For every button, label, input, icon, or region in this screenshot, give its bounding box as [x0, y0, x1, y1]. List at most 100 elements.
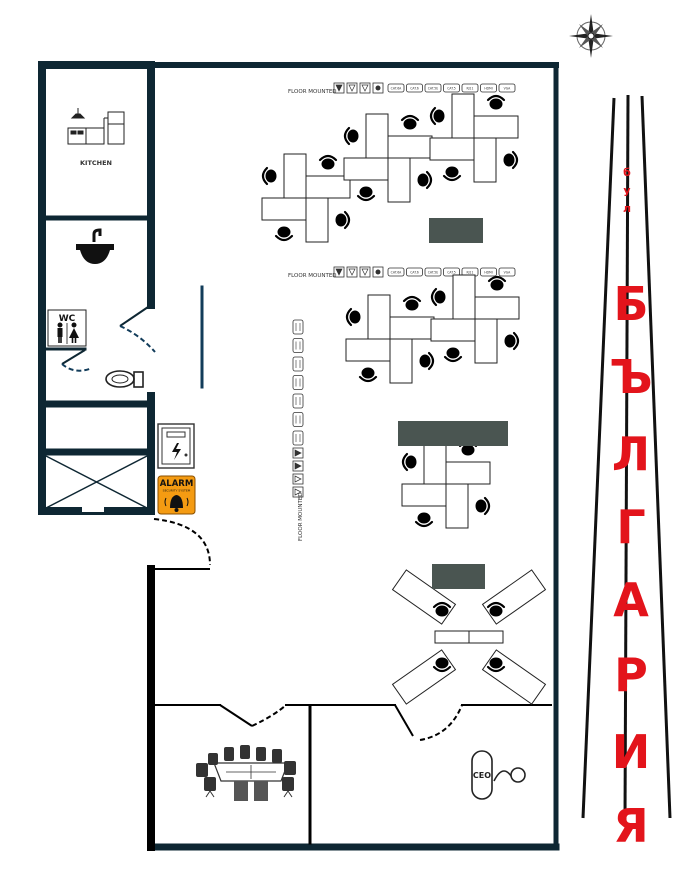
- electrical-panel-icon: [157, 423, 195, 469]
- outlet-symbol: [359, 266, 371, 278]
- office-chair-icon: [345, 307, 361, 327]
- desk: [367, 294, 391, 340]
- outlet-code: CAT.5: [447, 87, 456, 91]
- network-outlet: CAT.6A: [387, 83, 405, 93]
- alarm-bell-icon: [164, 495, 189, 512]
- street-name-letter: Ъ: [609, 350, 652, 404]
- desk: [452, 274, 476, 320]
- street-name-letter: Я: [613, 799, 648, 853]
- desk: [345, 338, 391, 362]
- network-outlet: [292, 393, 304, 409]
- outlet-code: RJ11: [467, 271, 474, 275]
- outlet-code: VGA: [504, 271, 512, 275]
- conference-table-icon: [196, 745, 296, 801]
- office-chair-icon: [335, 210, 351, 230]
- outlet-symbol: [372, 266, 384, 278]
- desk: [401, 483, 447, 507]
- workstations: [261, 93, 547, 705]
- office-chair-icon: [358, 367, 378, 383]
- network-outlet: CAT.5E: [424, 83, 442, 93]
- desk: [451, 93, 475, 139]
- network-outlet: [292, 430, 304, 446]
- network-outlet: [292, 356, 304, 372]
- network-outlet: [292, 375, 304, 390]
- outlet-symbol: [292, 447, 304, 459]
- storage-shaft: [45, 455, 148, 512]
- alarm-subtitle: SECURITY SYSTEM: [163, 489, 191, 493]
- outlet-code: CAT.5E: [428, 271, 439, 275]
- office-table: [429, 218, 483, 243]
- network-outlet: HDMI: [480, 83, 497, 93]
- office-chair-icon: [443, 347, 463, 363]
- office-chair-icon: [503, 150, 519, 170]
- street-name-letter: А: [613, 573, 649, 627]
- office-chair-icon: [343, 126, 359, 146]
- outlet-code: RJ11: [467, 87, 474, 91]
- outlet-symbol: [359, 82, 371, 94]
- desk: [261, 197, 307, 221]
- outlet-code: HDMI: [484, 271, 492, 275]
- outlet-code: CAT.5: [447, 271, 456, 275]
- desk: [474, 318, 498, 364]
- alarm-panel: ALARM SECURITY SYSTEM: [157, 475, 196, 515]
- office-chair-icon: [432, 601, 452, 617]
- network-outlet: CAT.6A: [387, 267, 405, 277]
- office-chair-icon: [487, 275, 507, 291]
- desk: [283, 153, 307, 199]
- outlet-code: VGA: [504, 87, 512, 91]
- network-outlet: CAT.5E: [424, 267, 442, 277]
- desk: [430, 318, 476, 342]
- desk: [305, 197, 329, 243]
- office-chair-icon: [400, 114, 420, 130]
- network-outlet: CAT.6: [406, 267, 423, 277]
- network-outlet: HDMI: [480, 267, 497, 277]
- desk: [481, 649, 547, 705]
- office-chair-icon: [261, 166, 277, 186]
- desk: [389, 316, 435, 340]
- kitchen-label: KITCHEN: [80, 159, 112, 167]
- street-name-letter: Р: [614, 648, 648, 702]
- desk: [387, 135, 433, 159]
- outlet-strip: CAT.6A CAT.6 CAT.5E CAT.5 RJ11 HDMI VGA: [333, 82, 516, 94]
- desk: [343, 157, 389, 181]
- network-outlet: CAT.5: [443, 267, 460, 277]
- network-outlet: [292, 412, 304, 427]
- alarm-title: ALARM: [160, 479, 194, 489]
- outlet-code: HDMI: [484, 87, 492, 91]
- outlet-symbol: [372, 82, 384, 94]
- street-name: Б Ъ Л Г А Р И Я: [609, 277, 652, 853]
- desk: [391, 649, 457, 705]
- desk: [474, 296, 520, 320]
- wc-label: WC: [59, 314, 76, 324]
- street-prefix-letter: л: [623, 202, 631, 215]
- desk: [423, 439, 447, 485]
- office-chair-icon: [417, 170, 433, 190]
- office-chair-icon: [504, 331, 520, 351]
- doors: [61, 304, 463, 741]
- x-cluster: [391, 569, 547, 705]
- outlet-code: CAT.6A: [391, 87, 403, 91]
- office-table: [398, 421, 508, 446]
- street-prefix-letter: у: [623, 184, 630, 197]
- desk: [305, 175, 351, 199]
- desk: [365, 113, 389, 159]
- office-chair-icon: [430, 287, 446, 307]
- desk: [445, 483, 469, 529]
- walls: [38, 61, 560, 851]
- office-chair-icon: [274, 226, 294, 242]
- desk: [481, 569, 547, 625]
- outlet-code: CAT.6: [410, 87, 419, 91]
- outlet-symbol: [292, 460, 304, 472]
- floor-mounted-label: FLOOR MOUNTED: [298, 492, 304, 541]
- outlet-code: CAT.5E: [428, 87, 439, 91]
- office-chair-icon: [414, 512, 434, 528]
- outlet-code: CAT.6A: [391, 271, 403, 275]
- street-name-letter: Л: [612, 427, 650, 481]
- floor-mounted-label: FLOOR MOUNTED: [288, 89, 337, 95]
- office-chair-icon: [429, 106, 445, 126]
- compass-rose-icon: [569, 14, 613, 58]
- network-outlet: CAT.5: [443, 83, 460, 93]
- office-chair-icon: [401, 452, 417, 472]
